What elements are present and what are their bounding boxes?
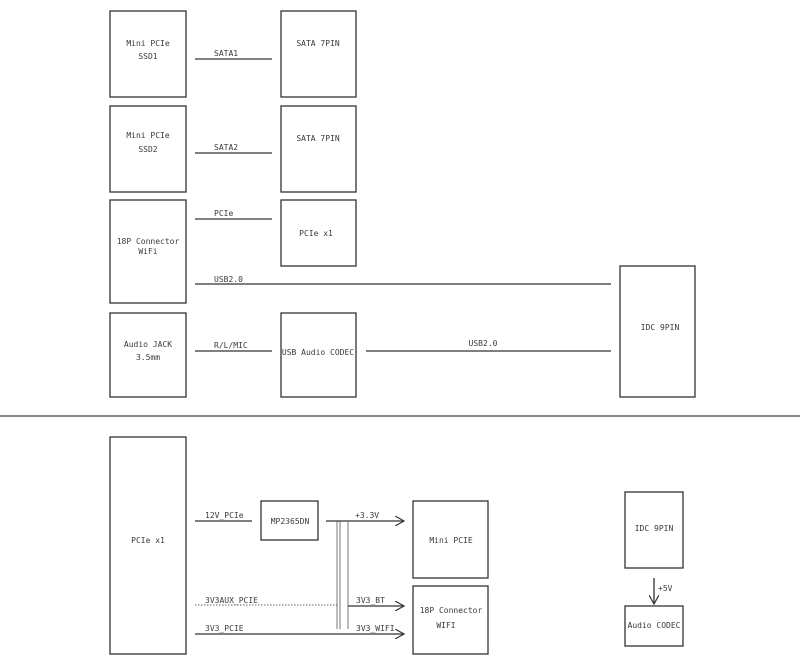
sata-7pin-1-label: SATA 7PIN bbox=[296, 39, 340, 48]
pcie-x1-block: PCIe x1 bbox=[280, 199, 357, 267]
connector-wifi-label-1: 18P Connector bbox=[117, 237, 180, 246]
audio-codec-block: Audio CODEC bbox=[624, 605, 684, 647]
usb-audio-codec-label: USB Audio CODEC bbox=[282, 348, 354, 357]
idc-9pin-block: IDC 9PIN bbox=[619, 265, 696, 398]
mini-pcie-block: Mini PCIE bbox=[412, 500, 489, 579]
v3v3-wifi-label: 3V3_WIFI bbox=[356, 624, 395, 633]
top-section: Mini PCIe SSD1 SATA1 SATA 7PIN Mini PCIe… bbox=[109, 10, 696, 398]
mini-pcie-ssd1-block: Mini PCIe SSD1 bbox=[109, 10, 187, 98]
sata-7pin-2-label: SATA 7PIN bbox=[296, 134, 340, 143]
audio-codec-label: Audio CODEC bbox=[628, 621, 681, 630]
audio-jack-label-2: 3.5mm bbox=[136, 353, 160, 362]
mini-pcie-label: Mini PCIE bbox=[429, 536, 473, 545]
idc-9pin-power-block: IDC 9PIN bbox=[624, 491, 684, 569]
connector-wifi-block: 18P Connector WiFi bbox=[109, 199, 187, 304]
v3v3aux-label: 3V3AUX_PCIE bbox=[205, 596, 258, 605]
sata1-label: SATA1 bbox=[214, 49, 238, 58]
connector-wifi-label-2: WiFi bbox=[138, 247, 157, 256]
connector-wifi-power-label-2: WIFI bbox=[436, 621, 455, 630]
mp2365dn-block: MP2365DN bbox=[260, 500, 319, 541]
bottom-section: PCIe x1 12V_PCIe MP2365DN +3.3V 3V3AUX_P… bbox=[109, 436, 684, 655]
mp2365dn-label: MP2365DN bbox=[271, 517, 310, 526]
pcie-x1-power-block: PCIe x1 bbox=[109, 436, 187, 655]
pcie-x1-power-label: PCIe x1 bbox=[131, 536, 165, 545]
rlmic-label: R/L/MIC bbox=[214, 341, 248, 350]
mini-pcie-ssd1-label-2: SSD1 bbox=[138, 52, 157, 61]
mini-pcie-ssd1-label-1: Mini PCIe bbox=[126, 39, 170, 48]
idc-9pin-power-label: IDC 9PIN bbox=[635, 524, 674, 533]
sata-7pin-2-block: SATA 7PIN bbox=[280, 105, 357, 193]
usb-codec-label: USB2.0 bbox=[469, 339, 498, 348]
connector-wifi-power-label-1: 18P Connector bbox=[420, 606, 483, 615]
usb-wifi-label: USB2.0 bbox=[214, 275, 243, 284]
v3v3-bt-label: 3V3_BT bbox=[356, 596, 385, 605]
plus-5v-label: +5V bbox=[658, 584, 673, 593]
v12-pcie-label: 12V_PCIe bbox=[205, 511, 244, 520]
connector-wifi-power-block: 18P Connector WIFI bbox=[412, 585, 489, 655]
mini-pcie-ssd2-label-2: SSD2 bbox=[138, 145, 157, 154]
v3v3-pcie-label: 3V3_PCIE bbox=[205, 624, 244, 633]
sata2-label: SATA2 bbox=[214, 143, 238, 152]
idc-9pin-label: IDC 9PIN bbox=[641, 323, 680, 332]
pcie-label: PCIe bbox=[214, 209, 233, 218]
usb-audio-codec-block: USB Audio CODEC bbox=[280, 312, 357, 398]
plus-3v3-label: +3.3V bbox=[355, 511, 379, 520]
mini-pcie-ssd2-label-1: Mini PCIe bbox=[126, 131, 170, 140]
sata-7pin-1-block: SATA 7PIN bbox=[280, 10, 357, 98]
audio-jack-label-1: Audio JACK bbox=[124, 340, 172, 349]
audio-jack-block: Audio JACK 3.5mm bbox=[109, 312, 187, 398]
pcie-x1-label: PCIe x1 bbox=[299, 229, 333, 238]
mini-pcie-ssd2-block: Mini PCIe SSD2 bbox=[109, 105, 187, 193]
